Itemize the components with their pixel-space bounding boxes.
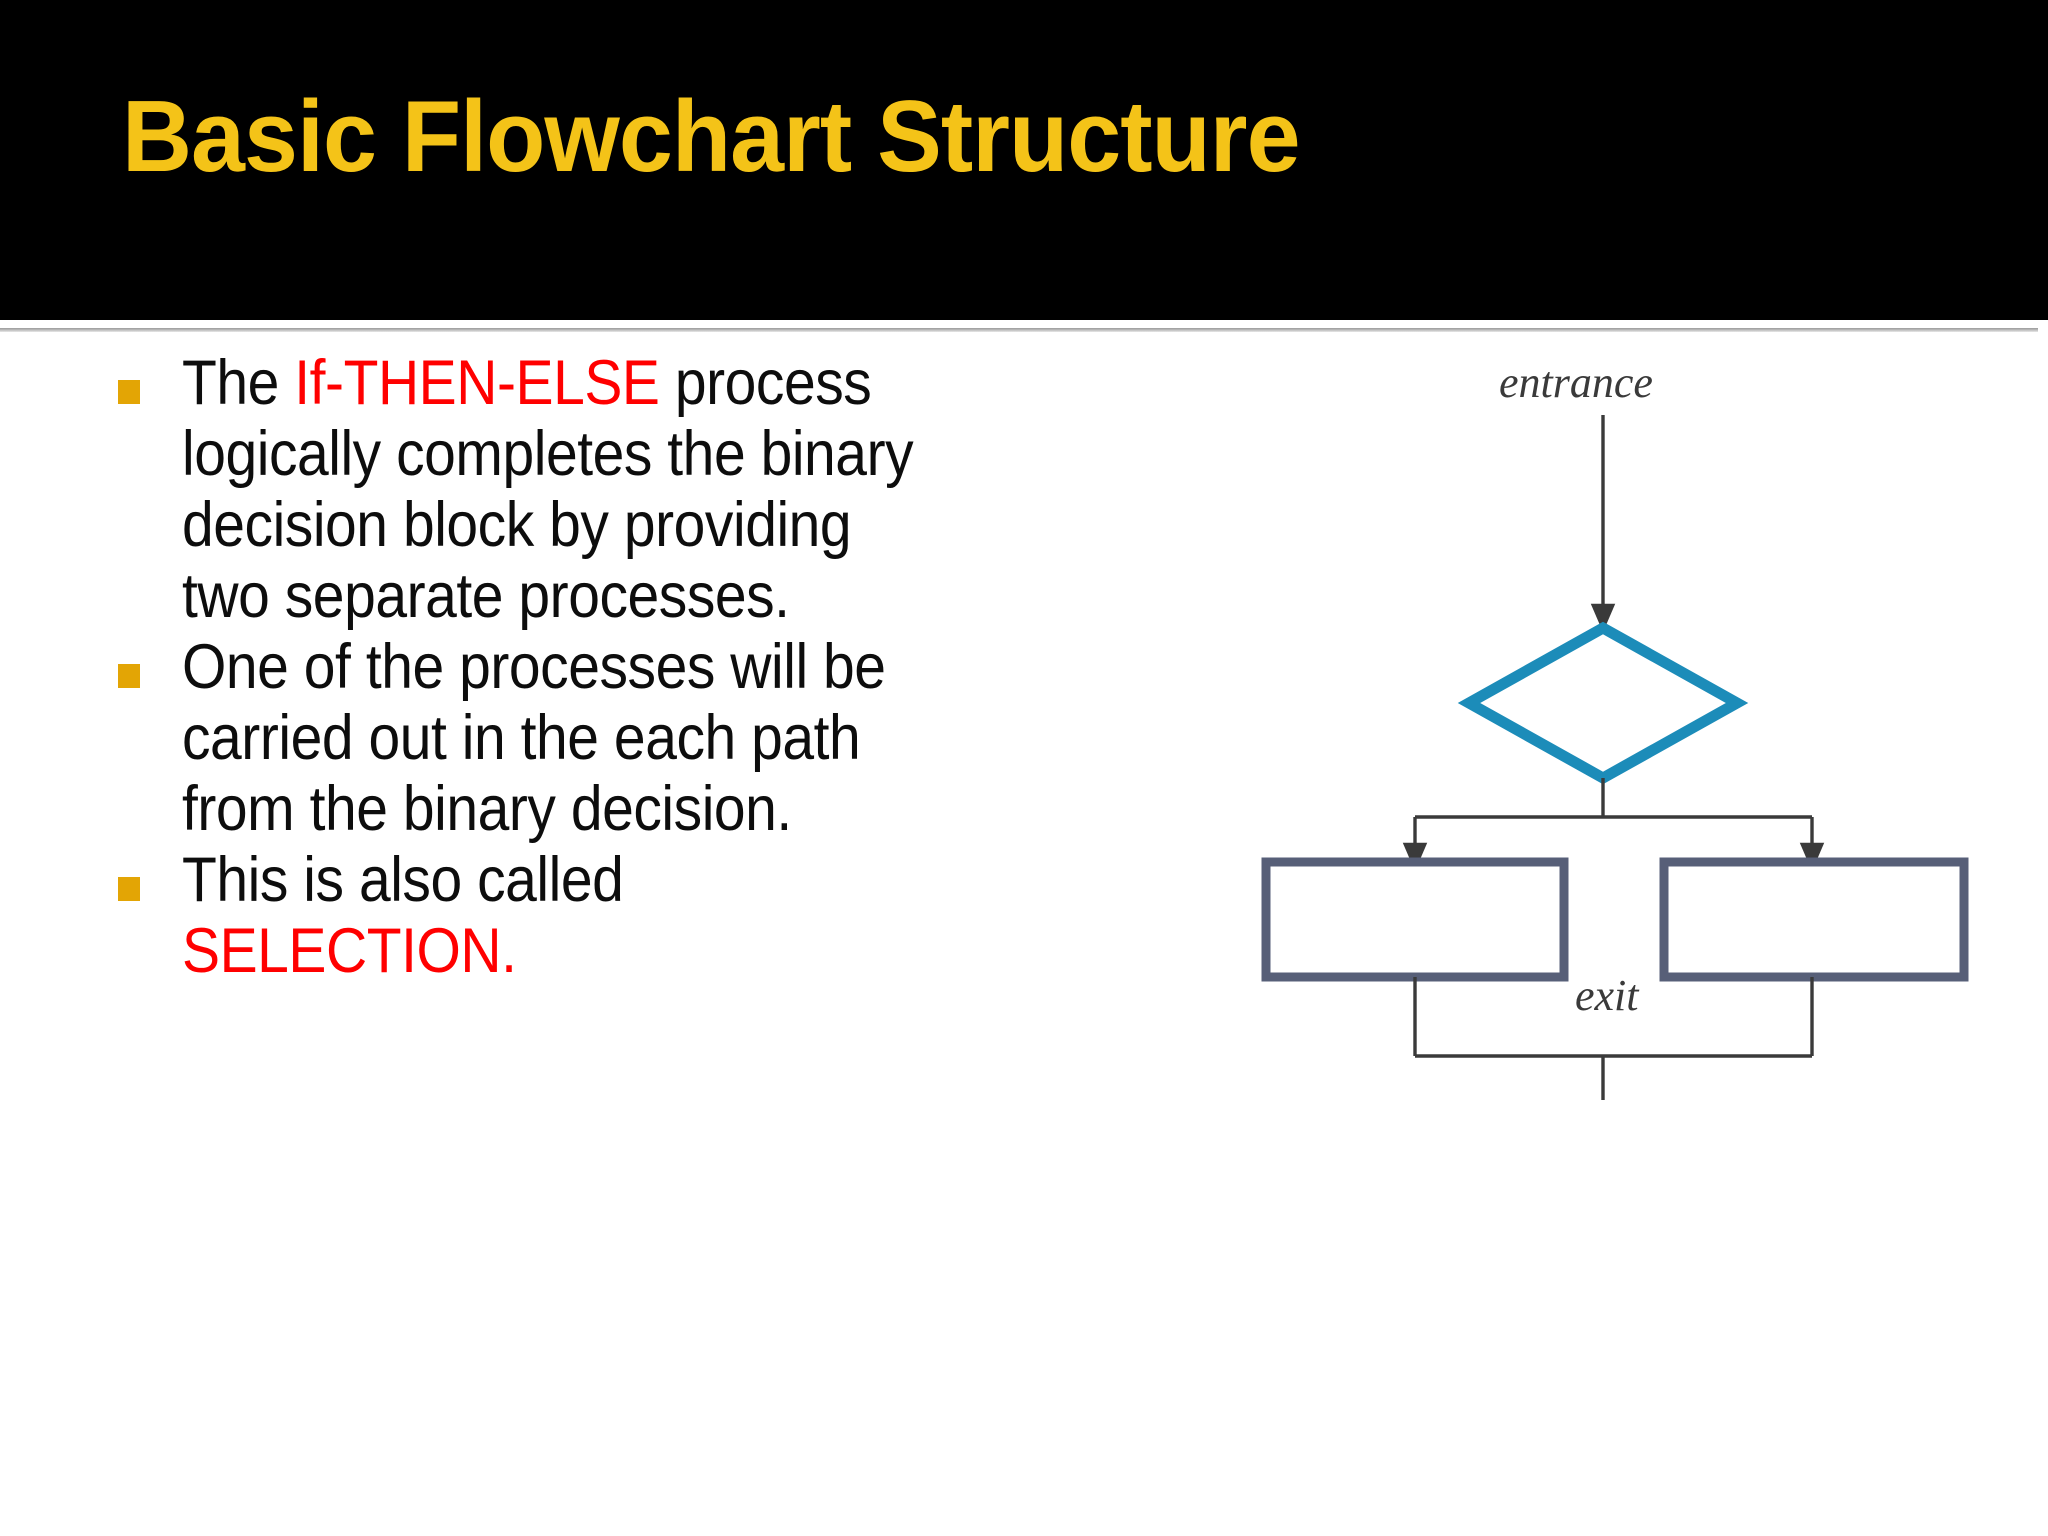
- flowchart-svg: [1261, 415, 1969, 1100]
- bullet-3-seg-1: This is also called: [182, 845, 624, 915]
- title-band: [0, 0, 2048, 320]
- exit-label: exit: [1575, 971, 1639, 1020]
- square-bullet-icon: [118, 380, 140, 404]
- bullet-text-3: This is also called SELECTION.: [182, 845, 937, 987]
- page-title: Basic Flowchart Structure: [122, 81, 1301, 193]
- list-item: This is also called SELECTION.: [110, 845, 940, 987]
- bullet-text-2: One of the processes will be carried out…: [182, 632, 937, 845]
- bullet-1-seg-1: The: [182, 348, 295, 418]
- bullet-text-1: The If-THEN-ELSE process logically compl…: [182, 348, 937, 632]
- decision-diamond: [1457, 621, 1749, 785]
- list-item: The If-THEN-ELSE process logically compl…: [110, 348, 940, 632]
- entrance-label: entrance: [1499, 358, 1653, 407]
- list-item: One of the processes will be carried out…: [110, 632, 940, 845]
- title-divider: [0, 328, 2038, 332]
- bullet-1-seg-3: process logically completes the binary d…: [182, 348, 914, 631]
- bullet-list: The If-THEN-ELSE process logically compl…: [110, 348, 940, 987]
- bullet-2-seg-1: One of the processes will be carried out…: [182, 632, 886, 844]
- flowchart-diagram: entrance exit: [1200, 340, 2040, 1100]
- square-bullet-icon: [118, 877, 140, 901]
- bullet-3-seg-2-highlight: SELECTION.: [182, 916, 517, 986]
- bullet-1-seg-2-highlight: If-THEN-ELSE: [294, 348, 660, 418]
- process-box-left: [1261, 857, 1569, 982]
- process-box-right: [1659, 857, 1969, 982]
- square-bullet-icon: [118, 664, 140, 688]
